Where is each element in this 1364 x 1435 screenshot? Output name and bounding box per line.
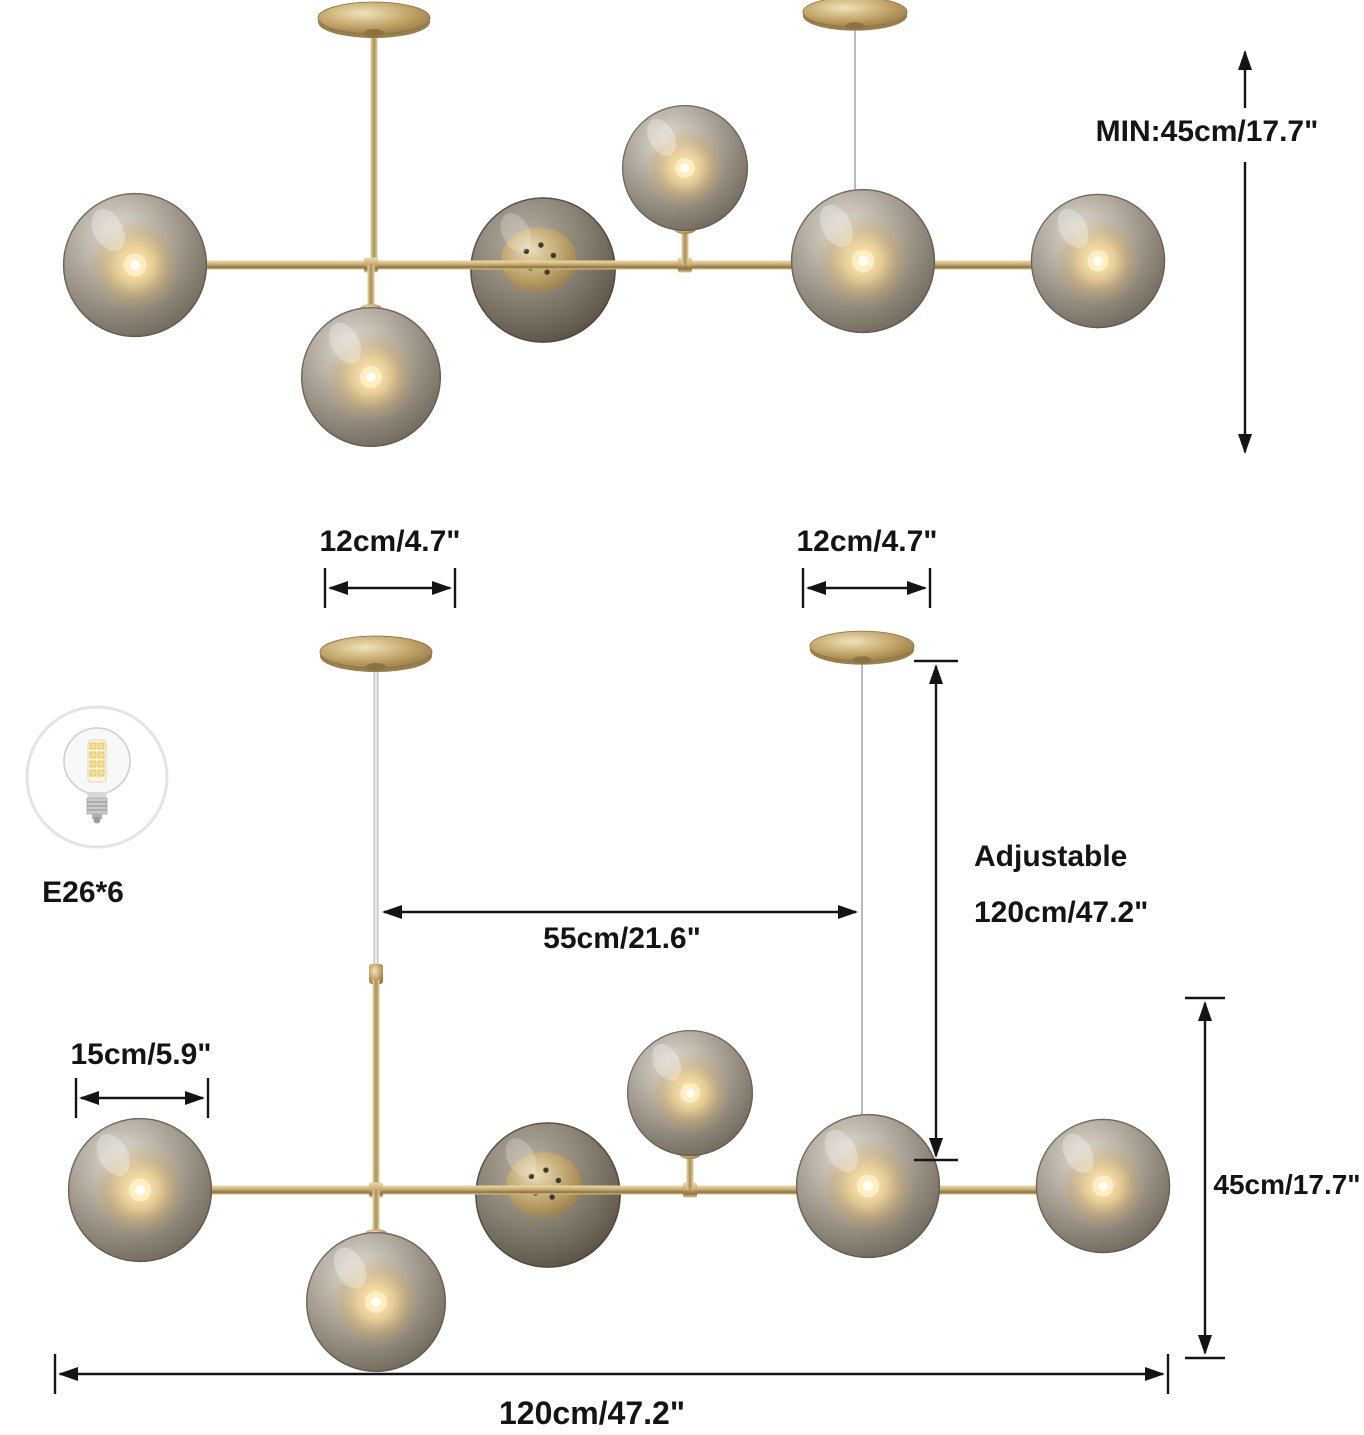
label-canopy-right: 12cm/4.7" [797,525,938,558]
label-min-height: MIN:45cm/17.7" [1096,115,1319,148]
ceiling-canopy-right [802,0,908,32]
led-bulb-icon [63,727,131,824]
support-rod [370,28,378,267]
cable-connector [369,964,383,984]
dimension-annotations [53,50,1252,1394]
ceiling-canopy-left [317,1,431,39]
support-rod [372,980,380,1192]
fixture-body [68,1030,1170,1372]
bulb-badge [25,705,169,849]
ceiling-canopy-right [809,630,915,666]
dim-fixture-height [1185,996,1225,1360]
dim-canopy-left [323,568,457,608]
label-fixture-width: 120cm/47.2" [499,1395,685,1431]
label-bulb-spec: E26*6 [42,876,124,909]
fixture-body [63,105,1165,447]
label-adjustable-value: 120cm/47.2" [974,896,1148,929]
chandelier-top [63,0,1165,447]
label-fixture-height: 45cm/17.7" [1213,1169,1360,1200]
dimension-labels: MIN:45cm/17.7" 12cm/4.7" 12cm/4.7" E26*6… [42,115,1360,1431]
ceiling-canopy-left [319,635,433,673]
label-globe-diameter: 15cm/5.9" [71,1038,212,1071]
dim-fixture-width [53,1354,1170,1394]
label-bar-span: 55cm/21.6" [543,922,701,955]
dim-globe-diameter [74,1078,210,1118]
dim-canopy-right [801,568,932,608]
label-canopy-left: 12cm/4.7" [320,525,461,558]
dim-adjustable-height [914,659,958,1162]
label-adjustable: Adjustable [974,840,1127,873]
chandelier-bottom [68,630,1170,1372]
